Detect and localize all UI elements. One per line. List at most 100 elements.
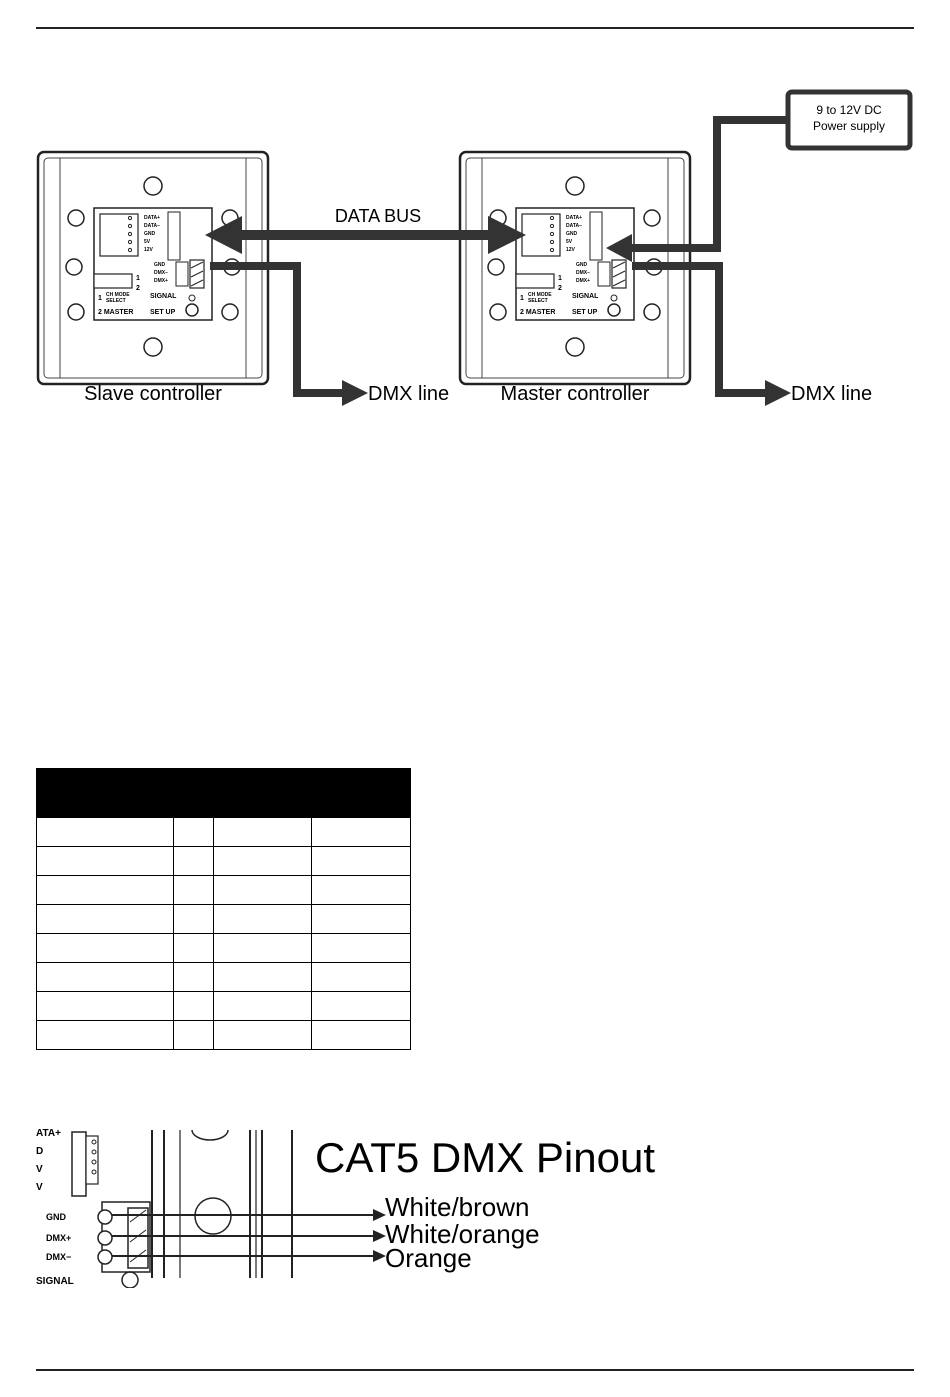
table-cell	[311, 846, 411, 876]
master-select-label: SELECT	[528, 298, 548, 304]
table-cell	[311, 991, 411, 1021]
wire-arrow-white-orange	[112, 1230, 386, 1242]
cat5-pinout-diagram: ATA+ D V V SIGNAL GND DMX+ DMX− CAT5 DMX…	[36, 1128, 655, 1288]
table-cell	[212, 991, 313, 1021]
table-cell	[311, 933, 411, 963]
table-cell	[172, 875, 214, 905]
master-caption: Master controller	[501, 383, 650, 405]
master-ch-mode-label: CH MODE	[528, 292, 552, 298]
power-wire-arrow	[606, 116, 788, 262]
slave-caption: Slave controller	[84, 383, 222, 405]
slave-master-label: 2 MASTER	[98, 309, 133, 316]
partial-label-3: V	[36, 1182, 43, 1193]
table-cell	[311, 962, 411, 992]
master-ch-mode-num: 1	[520, 295, 524, 302]
table-cell	[172, 1020, 214, 1050]
slave-ch-mode-num: 1	[98, 295, 102, 302]
table-cell	[212, 904, 313, 934]
partial-label-0: ATA+	[36, 1128, 61, 1139]
slave-terminal-label-4: 12V	[144, 247, 154, 253]
slave-controller-panel: DATA+ DATA− GND 5V 12V GND DMX− DMX+ 1 2…	[36, 150, 270, 386]
table-cell	[36, 991, 174, 1021]
table-body	[36, 817, 411, 1050]
master-dmx-line-label: DMX line	[791, 383, 872, 405]
master-switch-num-1: 1	[558, 275, 562, 282]
table-header-cell	[172, 768, 214, 818]
table-cell	[36, 846, 174, 876]
partial-label-1: D	[36, 1146, 43, 1157]
table-cell	[212, 817, 313, 847]
slave-ch-mode-label: CH MODE	[106, 292, 130, 298]
slave-signal-label: SIGNAL	[150, 293, 177, 300]
slave-terminal-label-2: GND	[144, 231, 156, 237]
slave-terminal-label-1: DATA−	[144, 223, 160, 229]
master-dmx-label-2: DMX+	[576, 278, 590, 284]
table-cell	[212, 962, 313, 992]
table-cell	[36, 1020, 174, 1050]
slave-switch-num-2: 2	[136, 285, 140, 292]
terminal-label-dmx-minus: DMX−	[46, 1252, 71, 1262]
table-cell	[172, 962, 214, 992]
wire-label-white-brown: White/brown	[385, 1192, 530, 1222]
wiring-diagram: DATA+ DATA− GND 5V 12V GND DMX− DMX+ 1 2…	[36, 89, 913, 406]
master-setup-label: SET UP	[572, 309, 598, 316]
wire-arrow-white-brown	[112, 1209, 386, 1221]
table-cell	[212, 933, 313, 963]
slave-terminal-label-0: DATA+	[144, 215, 160, 221]
pinout-title: CAT5 DMX Pinout	[315, 1134, 655, 1181]
slave-dmx-label-0: GND	[154, 262, 166, 268]
top-rule	[36, 27, 914, 29]
slave-switch-num-1: 1	[136, 275, 140, 282]
slave-dmx-label-1: DMX−	[154, 270, 168, 276]
master-master-label: 2 MASTER	[520, 309, 555, 316]
slave-dmx-line-label: DMX line	[368, 383, 449, 405]
table-cell	[36, 875, 174, 905]
table-header-cell	[36, 768, 174, 818]
slave-select-label: SELECT	[106, 298, 126, 304]
master-terminal-label-3: 5V	[566, 239, 573, 245]
master-terminal-label-0: DATA+	[566, 215, 582, 221]
table-row	[36, 1020, 411, 1050]
data-bus-label: DATA BUS	[335, 206, 421, 226]
slave-dmx-line-arrow	[210, 262, 368, 406]
master-signal-label: SIGNAL	[572, 293, 599, 300]
table-cell	[172, 991, 214, 1021]
table-cell	[212, 875, 313, 905]
table-cell	[212, 846, 313, 876]
table-cell	[36, 817, 174, 847]
table-cell	[172, 817, 214, 847]
table-cell	[36, 962, 174, 992]
bottom-rule	[36, 1369, 914, 1371]
master-dmx-line-arrow	[632, 262, 791, 406]
table-cell	[212, 1020, 313, 1050]
table-header-row	[36, 768, 411, 818]
master-terminal-label-1: DATA−	[566, 223, 582, 229]
table-row	[36, 962, 411, 992]
terminal-label-gnd: GND	[46, 1212, 67, 1222]
table-cell	[172, 904, 214, 934]
table-cell	[311, 875, 411, 905]
table-header-cell	[212, 768, 313, 818]
master-terminal-label-2: GND	[566, 231, 578, 237]
table-cell	[311, 904, 411, 934]
slave-dmx-label-2: DMX+	[154, 278, 168, 284]
wire-label-white-orange: White/orange	[385, 1219, 540, 1249]
table-cell	[36, 933, 174, 963]
master-switch-num-2: 2	[558, 285, 562, 292]
table-row	[36, 933, 411, 963]
table-cell	[311, 817, 411, 847]
table-row	[36, 817, 411, 847]
master-terminal-label-4: 12V	[566, 247, 576, 253]
pin-table	[36, 768, 411, 1050]
slave-terminal-label-3: 5V	[144, 239, 151, 245]
terminal-label-dmx-plus: DMX+	[46, 1233, 71, 1243]
partial-label-2: V	[36, 1164, 43, 1175]
table-row	[36, 991, 411, 1021]
power-supply-line2: Power supply	[813, 119, 885, 133]
table-row	[36, 875, 411, 905]
master-controller-panel: DATA+ DATA− GND 5V 12V GND DMX− DMX+ 1 2…	[458, 150, 692, 386]
partial-label-signal: SIGNAL	[36, 1276, 74, 1287]
data-bus-arrow	[205, 216, 526, 254]
power-supply-line1: 9 to 12V DC	[816, 103, 882, 117]
wire-label-orange: Orange	[385, 1243, 472, 1273]
